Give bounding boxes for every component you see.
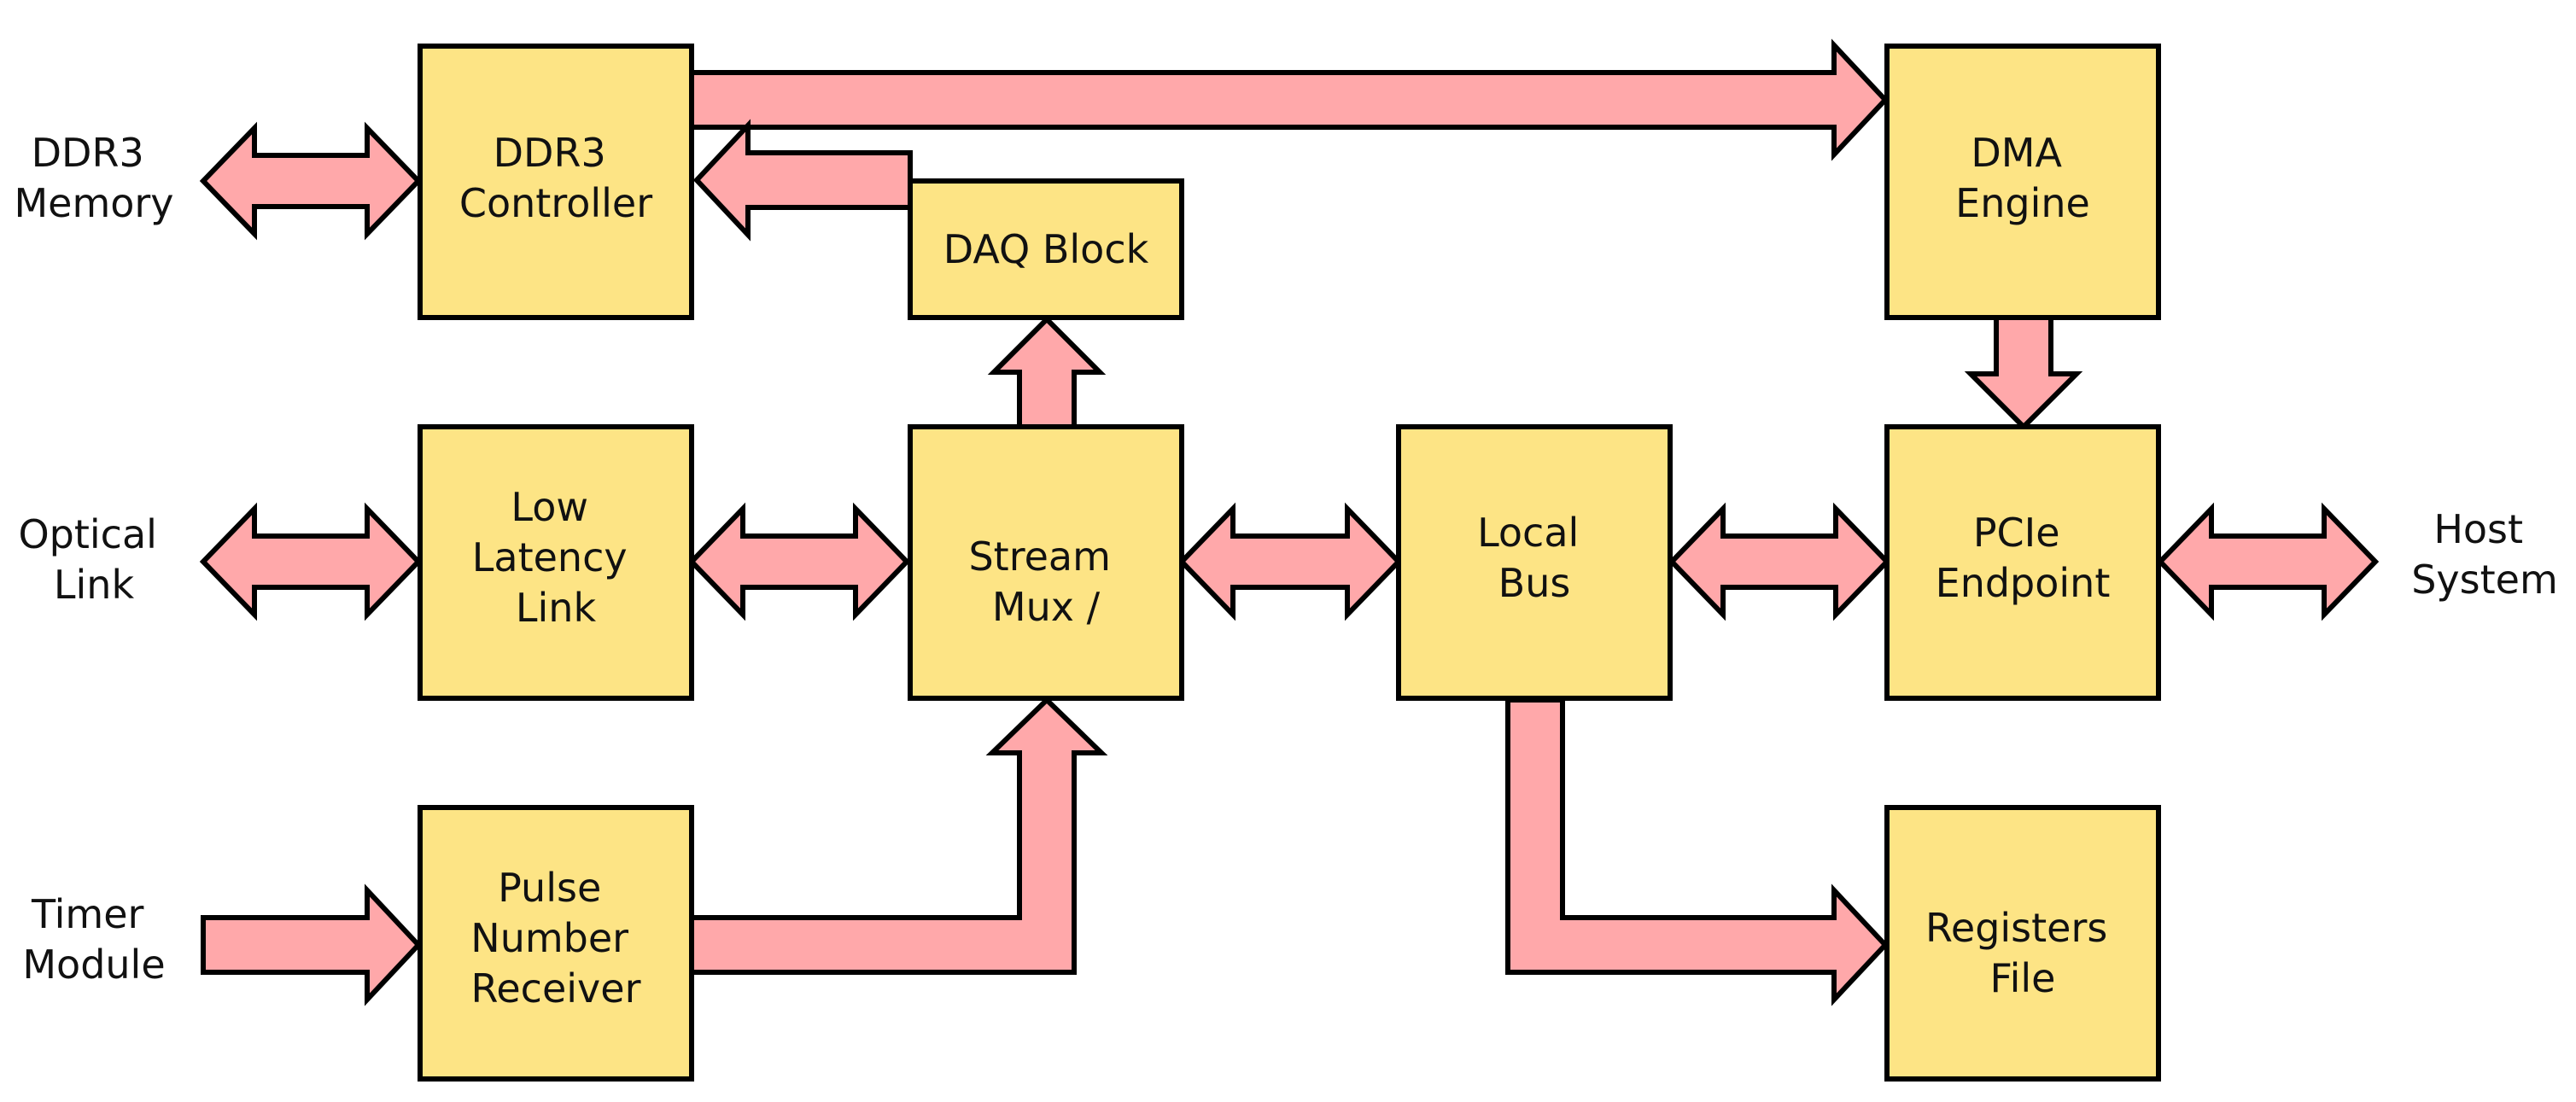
local-bus-label: Local Bus [1477, 510, 1592, 606]
arrow-ddr3-memory-bidirectional [199, 121, 423, 241]
pulse-number-receiver-label: Pulse Number Receiver [470, 865, 640, 1012]
host-system-label: Host System [2411, 506, 2558, 603]
registers-file-label: Registers File [1925, 905, 2120, 1001]
local-bus-block: Local Bus [1396, 424, 1673, 701]
daq-block-label: DAQ Block [943, 226, 1149, 272]
arrow-local-bus-to-registers-file [1505, 697, 1890, 1006]
ddr3-controller-block: DDR3 Controller [418, 44, 694, 320]
pcie-endpoint-label: PCIe Endpoint [1936, 510, 2111, 606]
arrow-daq-block-to-ddr3-controller [692, 119, 913, 242]
arrow-stream-mux-local-bus-bidirectional [1177, 502, 1403, 621]
ddr3-controller-label: DDR3 Controller [459, 130, 652, 226]
pulse-number-receiver-block: Pulse Number Receiver [418, 805, 694, 1082]
arrow-optical-link-bidirectional [199, 502, 423, 621]
arrow-low-latency-link-stream-mux-bidirectional [687, 502, 911, 621]
arrow-pulse-number-receiver-to-stream-mux [689, 696, 1108, 975]
daq-block: DAQ Block [908, 178, 1184, 320]
arrow-ddr3-controller-to-dma-engine [689, 38, 1890, 161]
timer-module-label: Timer Module [22, 891, 165, 988]
low-latency-link-label: Low Latency Link [472, 484, 640, 631]
arrow-stream-mux-to-daq-block [987, 315, 1107, 429]
ddr3-memory-label: DDR3 Memory [14, 130, 173, 226]
stream-mux-label: Stream Mux / [968, 534, 1123, 630]
optical-link-label: Optical Link [18, 511, 169, 608]
arrow-host-system-bidirectional [2156, 502, 2380, 621]
arrow-timer-module-to-pulse-number-receiver [201, 883, 423, 1006]
registers-file-block: Registers File [1884, 805, 2161, 1082]
dma-engine-block: DMA Engine [1884, 44, 2161, 320]
arrow-local-bus-pcie-endpoint-bidirectional [1668, 502, 1891, 621]
stream-mux-block: Stream Mux / [908, 424, 1184, 701]
pcie-endpoint-block: PCIe Endpoint [1884, 424, 2161, 701]
arrow-dma-engine-to-pcie-endpoint [1964, 315, 2083, 431]
low-latency-link-block: Low Latency Link [418, 424, 694, 701]
dma-engine-label: DMA Engine [1955, 130, 2090, 226]
